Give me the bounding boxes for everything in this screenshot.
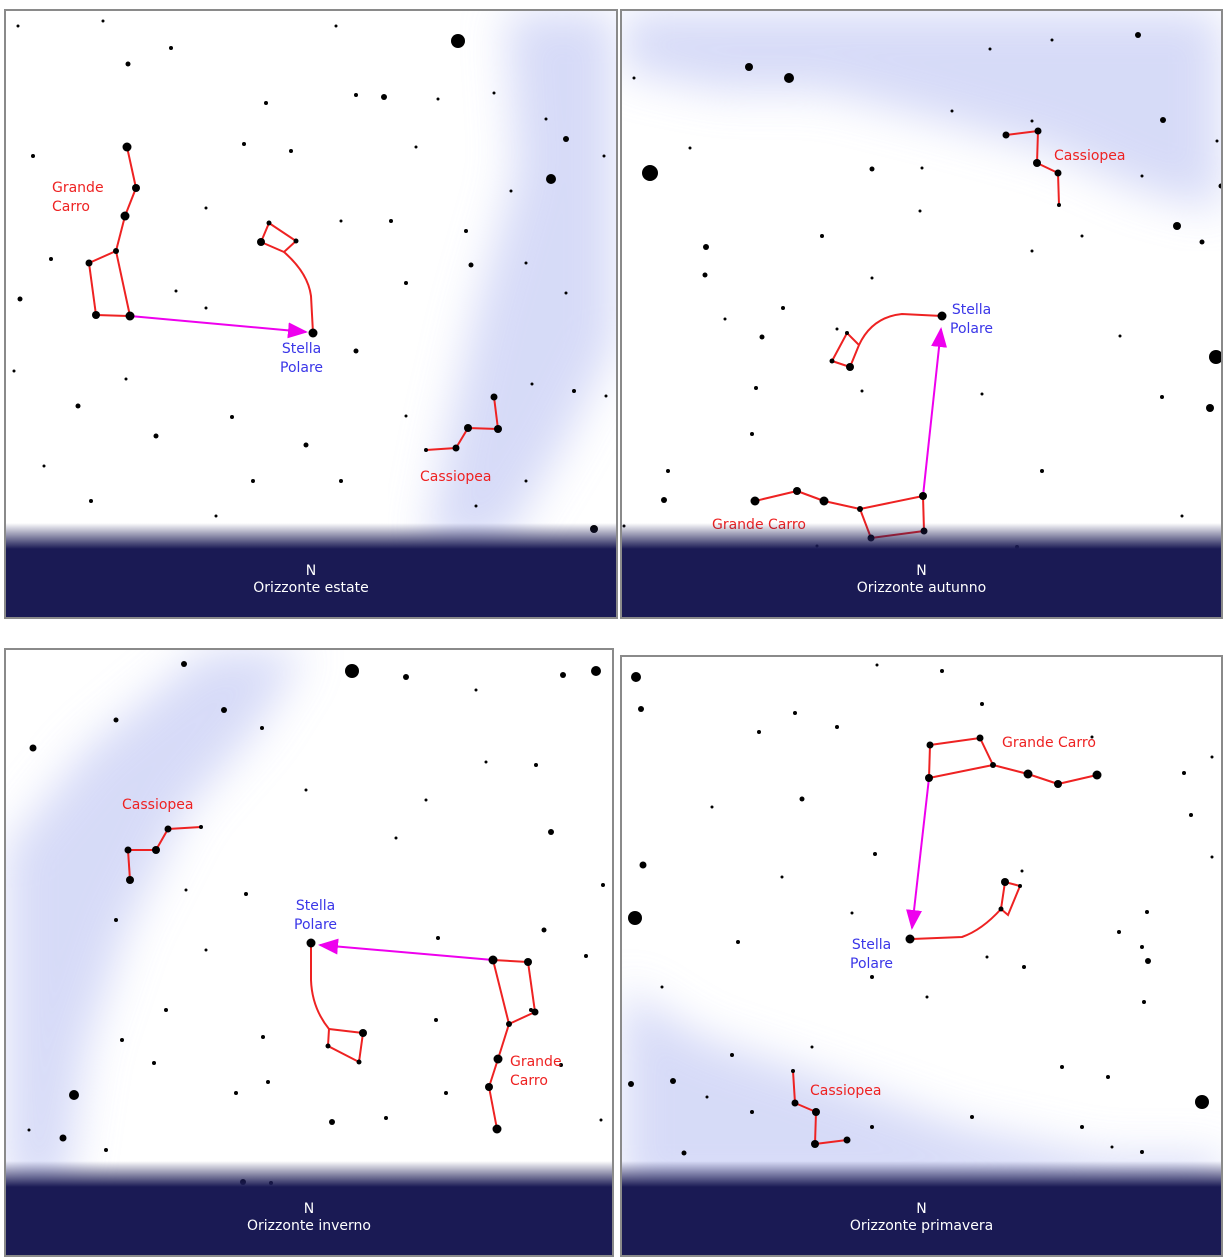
label-stella-polare: Stella Polare [280, 341, 324, 376]
horizon-bar: N Orizzonte autunno [622, 549, 1221, 617]
horizon-glow [622, 523, 1221, 549]
ursa-minor-lines [310, 945, 365, 1064]
label-grande-carro: Grande Carro [510, 1054, 562, 1089]
horizon-glow [6, 1161, 612, 1187]
horizon-glow [622, 1161, 1221, 1187]
label-cassiopea: Cassiopea [420, 469, 492, 485]
polaris-star [306, 938, 316, 948]
sky-panel-primavera: Grande Carro Stella Polare Cassiopea N O… [620, 655, 1223, 1257]
milky-way [6, 650, 306, 1190]
pointer-arrow [922, 327, 948, 497]
ursa-minor-lines [830, 312, 943, 369]
sky-panel-estate: Grande Carro Stella Polare Cassiopea N O… [4, 9, 618, 619]
direction-north: N [305, 563, 317, 579]
milky-way [622, 11, 1221, 211]
horizon-glow [6, 523, 616, 549]
direction-north: N [916, 1201, 927, 1217]
label-grande-carro: Grande Carro [52, 180, 104, 215]
label-stella-polare: Stella Polare [950, 302, 994, 337]
horizon-bar: N Orizzonte primavera [622, 1187, 1221, 1255]
background-stars [12, 19, 608, 533]
milky-way [426, 11, 616, 551]
direction-north: N [916, 563, 927, 579]
ursa-minor-lines [911, 880, 1022, 940]
label-cassiopea: Cassiopea [122, 797, 194, 813]
ursa-minor-lines [259, 221, 314, 334]
polaris-star [937, 311, 947, 321]
constellation-stars [124, 825, 539, 1134]
label-cassiopea: Cassiopea [1054, 148, 1126, 164]
pointer-arrow [318, 938, 494, 961]
pointer-arrow [129, 315, 308, 339]
direction-north: N [303, 1201, 315, 1217]
background-stars [628, 663, 1214, 1156]
horizon-label: Orizzonte estate [253, 580, 369, 596]
ursa-major-lines [928, 737, 1098, 785]
label-stella-polare: Stella Polare [850, 937, 894, 972]
ursa-major-lines [88, 146, 137, 317]
label-grande-carro: Grande Carro [1002, 735, 1096, 751]
horizon-bar: N Orizzonte inverno [6, 1187, 612, 1255]
horizon-label: Orizzonte primavera [849, 1218, 994, 1234]
constellation-stars [750, 127, 1062, 542]
constellation-stars [791, 734, 1102, 1148]
cassiopeia-lines [425, 396, 499, 451]
sky-map-autunno [622, 11, 1221, 549]
horizon-label: Orizzonte autunno [856, 580, 987, 596]
polaris-star [905, 934, 915, 944]
background-stars [27, 661, 605, 1202]
sky-map-inverno [6, 650, 605, 1202]
ursa-major-lines [488, 959, 536, 1130]
label-cassiopea: Cassiopea [810, 1083, 882, 1099]
constellation-stars [85, 142, 502, 452]
horizon-bar: N Orizzonte estate [6, 549, 616, 617]
label-stella-polare: Stella Polare [294, 898, 338, 933]
background-stars [622, 32, 1221, 549]
sky-panel-inverno: Grande Carro Stella Polare Cassiopea N O… [4, 648, 614, 1257]
polaris-star [308, 328, 318, 338]
horizon-label: Orizzonte inverno [247, 1218, 371, 1234]
milky-way [622, 987, 1221, 1197]
sky-map-estate [12, 11, 616, 551]
sky-panel-autunno: Grande Carro Stella Polare Cassiopea N O… [620, 9, 1223, 619]
cassiopeia-lines [127, 826, 202, 881]
pointer-arrow [906, 777, 930, 930]
sky-map-primavera [622, 663, 1221, 1197]
